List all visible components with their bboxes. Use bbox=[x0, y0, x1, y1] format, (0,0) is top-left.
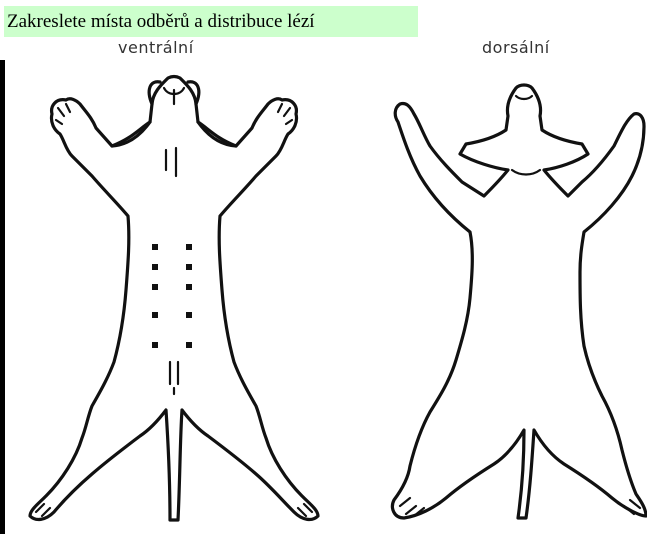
nipple bbox=[152, 264, 158, 270]
ventral-body-outline[interactable] bbox=[30, 77, 318, 521]
nipple bbox=[152, 312, 158, 318]
nipple bbox=[152, 244, 158, 250]
nipple bbox=[186, 264, 192, 270]
nipple bbox=[186, 312, 192, 318]
nipple bbox=[152, 284, 158, 290]
nipple bbox=[186, 342, 192, 348]
nipple bbox=[186, 284, 192, 290]
nipple bbox=[186, 244, 192, 250]
ventral-nipples bbox=[152, 244, 192, 348]
dorsal-body-outline[interactable] bbox=[392, 85, 646, 518]
nipple bbox=[152, 342, 158, 348]
